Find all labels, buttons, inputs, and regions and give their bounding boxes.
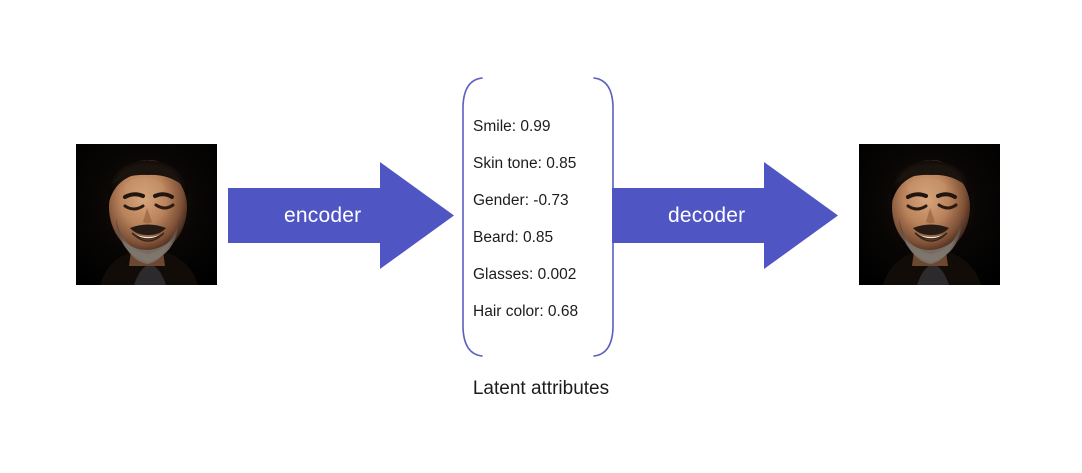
latent-attribute-item: Glasses: 0.002: [473, 266, 577, 283]
decoder-arrow: decoder: [612, 162, 838, 269]
latent-attribute-list: Smile: 0.99 Skin tone: 0.85 Gender: -0.7…: [473, 108, 623, 330]
latent-attribute-item: Gender: -0.73: [473, 192, 569, 209]
latent-attributes-block: Smile: 0.99 Skin tone: 0.85 Gender: -0.7…: [458, 76, 618, 358]
output-face-photo: [859, 144, 1000, 285]
input-face-photo: [76, 144, 217, 285]
encoder-arrow-shape: [228, 162, 454, 269]
encoder-arrow: encoder: [228, 162, 454, 269]
latent-attribute-item: Smile: 0.99: [473, 118, 551, 135]
latent-attributes-caption: Latent attributes: [472, 378, 610, 399]
left-bracket-icon: [458, 76, 484, 358]
decoder-arrow-label: decoder: [668, 203, 746, 227]
latent-attribute-item: Skin tone: 0.85: [473, 155, 577, 172]
decoder-arrow-shape: [612, 162, 838, 269]
latent-attribute-item: Hair color: 0.68: [473, 303, 579, 320]
encoder-arrow-label: encoder: [284, 203, 362, 227]
latent-attribute-item: Beard: 0.85: [473, 229, 554, 246]
